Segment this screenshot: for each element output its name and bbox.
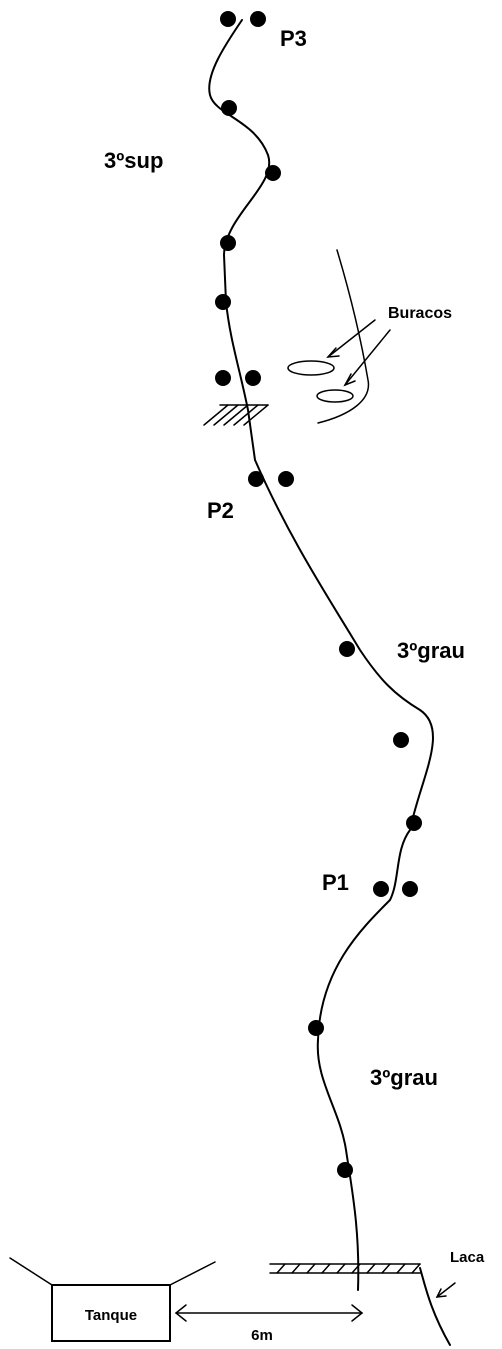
distance-arrow (174, 1304, 364, 1322)
bolt-icon (402, 881, 418, 897)
bolt-icon (220, 11, 236, 27)
label-distance: 6m (251, 1327, 273, 1344)
bolt-icon (220, 235, 236, 251)
label-grade-top: 3ºsup (104, 148, 163, 173)
hole-icon (316, 389, 354, 403)
bolt-icon (337, 1162, 353, 1178)
bolt-icon (265, 165, 281, 181)
rock-feature (287, 249, 391, 424)
bolt-icon (406, 815, 422, 831)
bolt-icon (278, 471, 294, 487)
hole-icon (287, 360, 335, 376)
bolt-icon (248, 471, 264, 487)
ledge-icon-ground (269, 1263, 456, 1346)
bolt-icon (250, 11, 266, 27)
label-p3: P3 (280, 26, 307, 51)
bolt-icon (221, 100, 237, 116)
label-p1: P1 (322, 870, 349, 895)
label-grade-mid: 3ºgrau (397, 638, 465, 663)
bolt-icon (393, 732, 409, 748)
bolt-icon (339, 641, 355, 657)
route-line (208, 19, 434, 1291)
label-grade-bottom: 3ºgrau (370, 1065, 438, 1090)
label-holes: Buracos (388, 305, 452, 322)
tank-icon (9, 1257, 216, 1342)
label-p2: P2 (207, 498, 234, 523)
bolts (215, 11, 422, 1178)
bolt-icon (245, 370, 261, 386)
label-lake: Laca (450, 1249, 485, 1266)
ledge-icon-upper (203, 404, 269, 426)
bolt-icon (215, 370, 231, 386)
bolt-icon (373, 881, 389, 897)
label-tank: Tanque (85, 1307, 137, 1324)
bolt-icon (308, 1020, 324, 1036)
bolt-icon (215, 294, 231, 310)
